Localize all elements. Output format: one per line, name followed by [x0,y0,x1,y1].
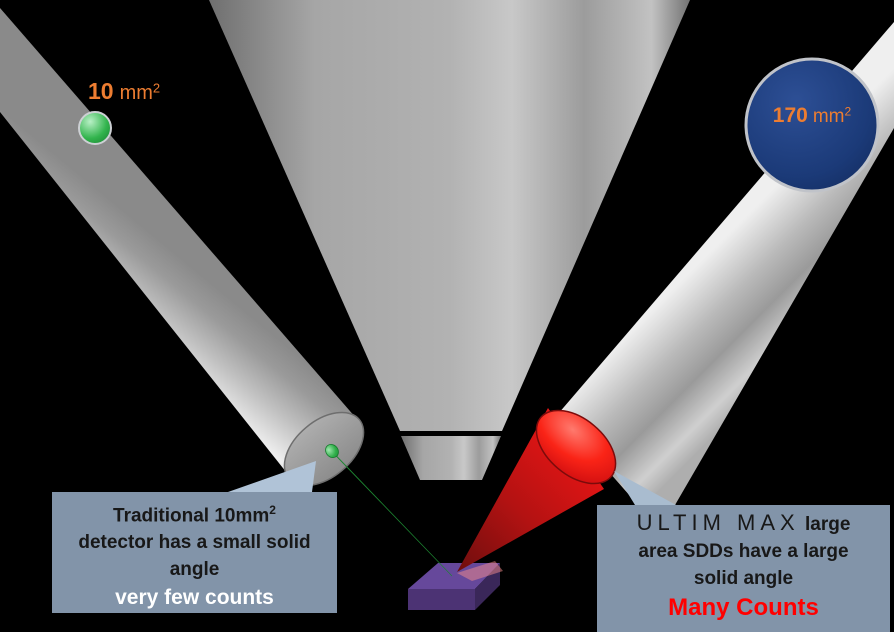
left-callout-line2: detector has a small solid [78,532,311,554]
left-callout-emphasis: very few counts [115,586,274,610]
right-callout-line2: area SDDs have a large [638,541,849,562]
small-detector-sup: 2 [152,80,161,96]
small-detector-unit: mm [119,82,153,104]
small-detector-badge [78,111,112,145]
right-callout-line1: ULTIM MAX large [636,510,851,535]
sample-block-front [408,589,475,610]
pole-piece-cone [209,0,690,431]
large-detector-sup: 2 [844,104,852,119]
large-detector-badge [744,57,880,193]
right-callout-line3: solid angle [693,568,794,589]
left-callout-line1: Traditional 10mm2 [113,503,276,527]
left-callout-line3: angle [169,559,220,581]
small-detector-value: 10 [88,78,114,104]
green-emission-dot [325,443,339,459]
traditional-detector-callout: Traditional 10mm2 detector has a small s… [52,492,337,613]
red-detector-face [535,409,617,485]
right-callout-emphasis: Many Counts [668,594,819,621]
beam-impact-glow [457,561,503,581]
large-detector-unit: mm [812,106,845,127]
right-callout-pointer [614,471,676,505]
large-detector-value: 170 [772,104,808,127]
left-callout-pointer [228,461,316,492]
ultim-max-callout: ULTIM MAX large area SDDs have a large s… [597,505,890,632]
pole-piece-tip [401,436,501,480]
sample-block-side [475,563,500,610]
ultim-max-brand: ULTIM MAX [636,510,800,535]
